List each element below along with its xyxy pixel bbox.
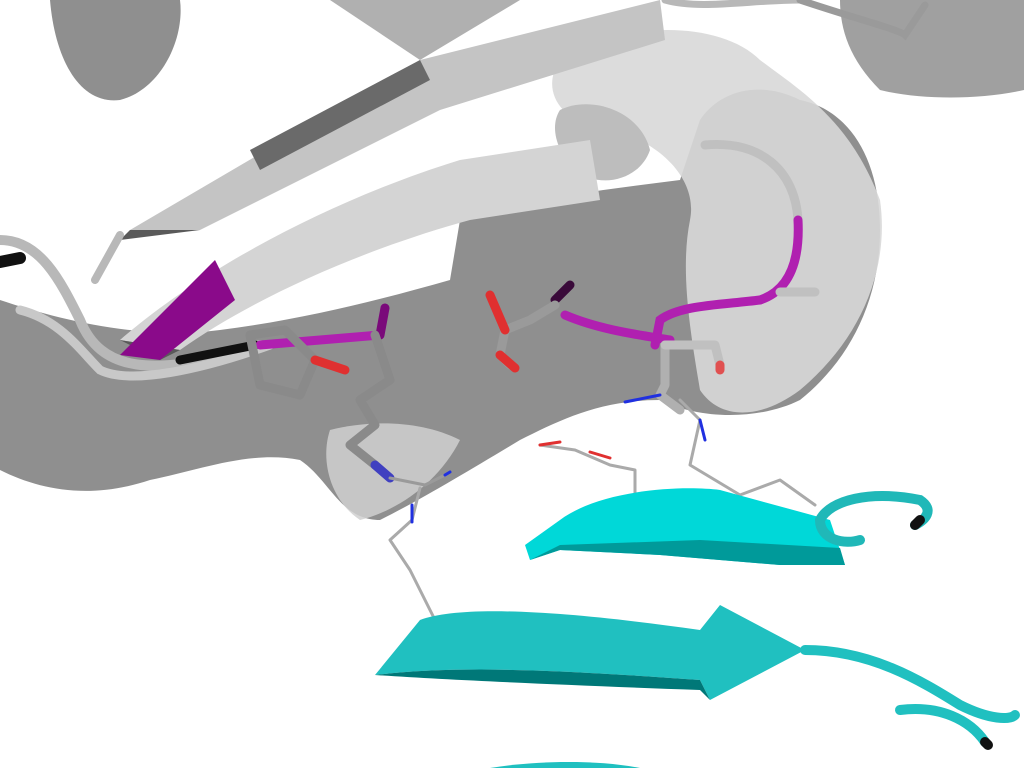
- side-chain-sticks: [245, 290, 817, 632]
- grey-ribbon-strands: [120, 0, 665, 360]
- partner-chain: [375, 488, 1020, 768]
- grey-loops: [0, 0, 929, 381]
- highlighted-strand: [120, 260, 235, 360]
